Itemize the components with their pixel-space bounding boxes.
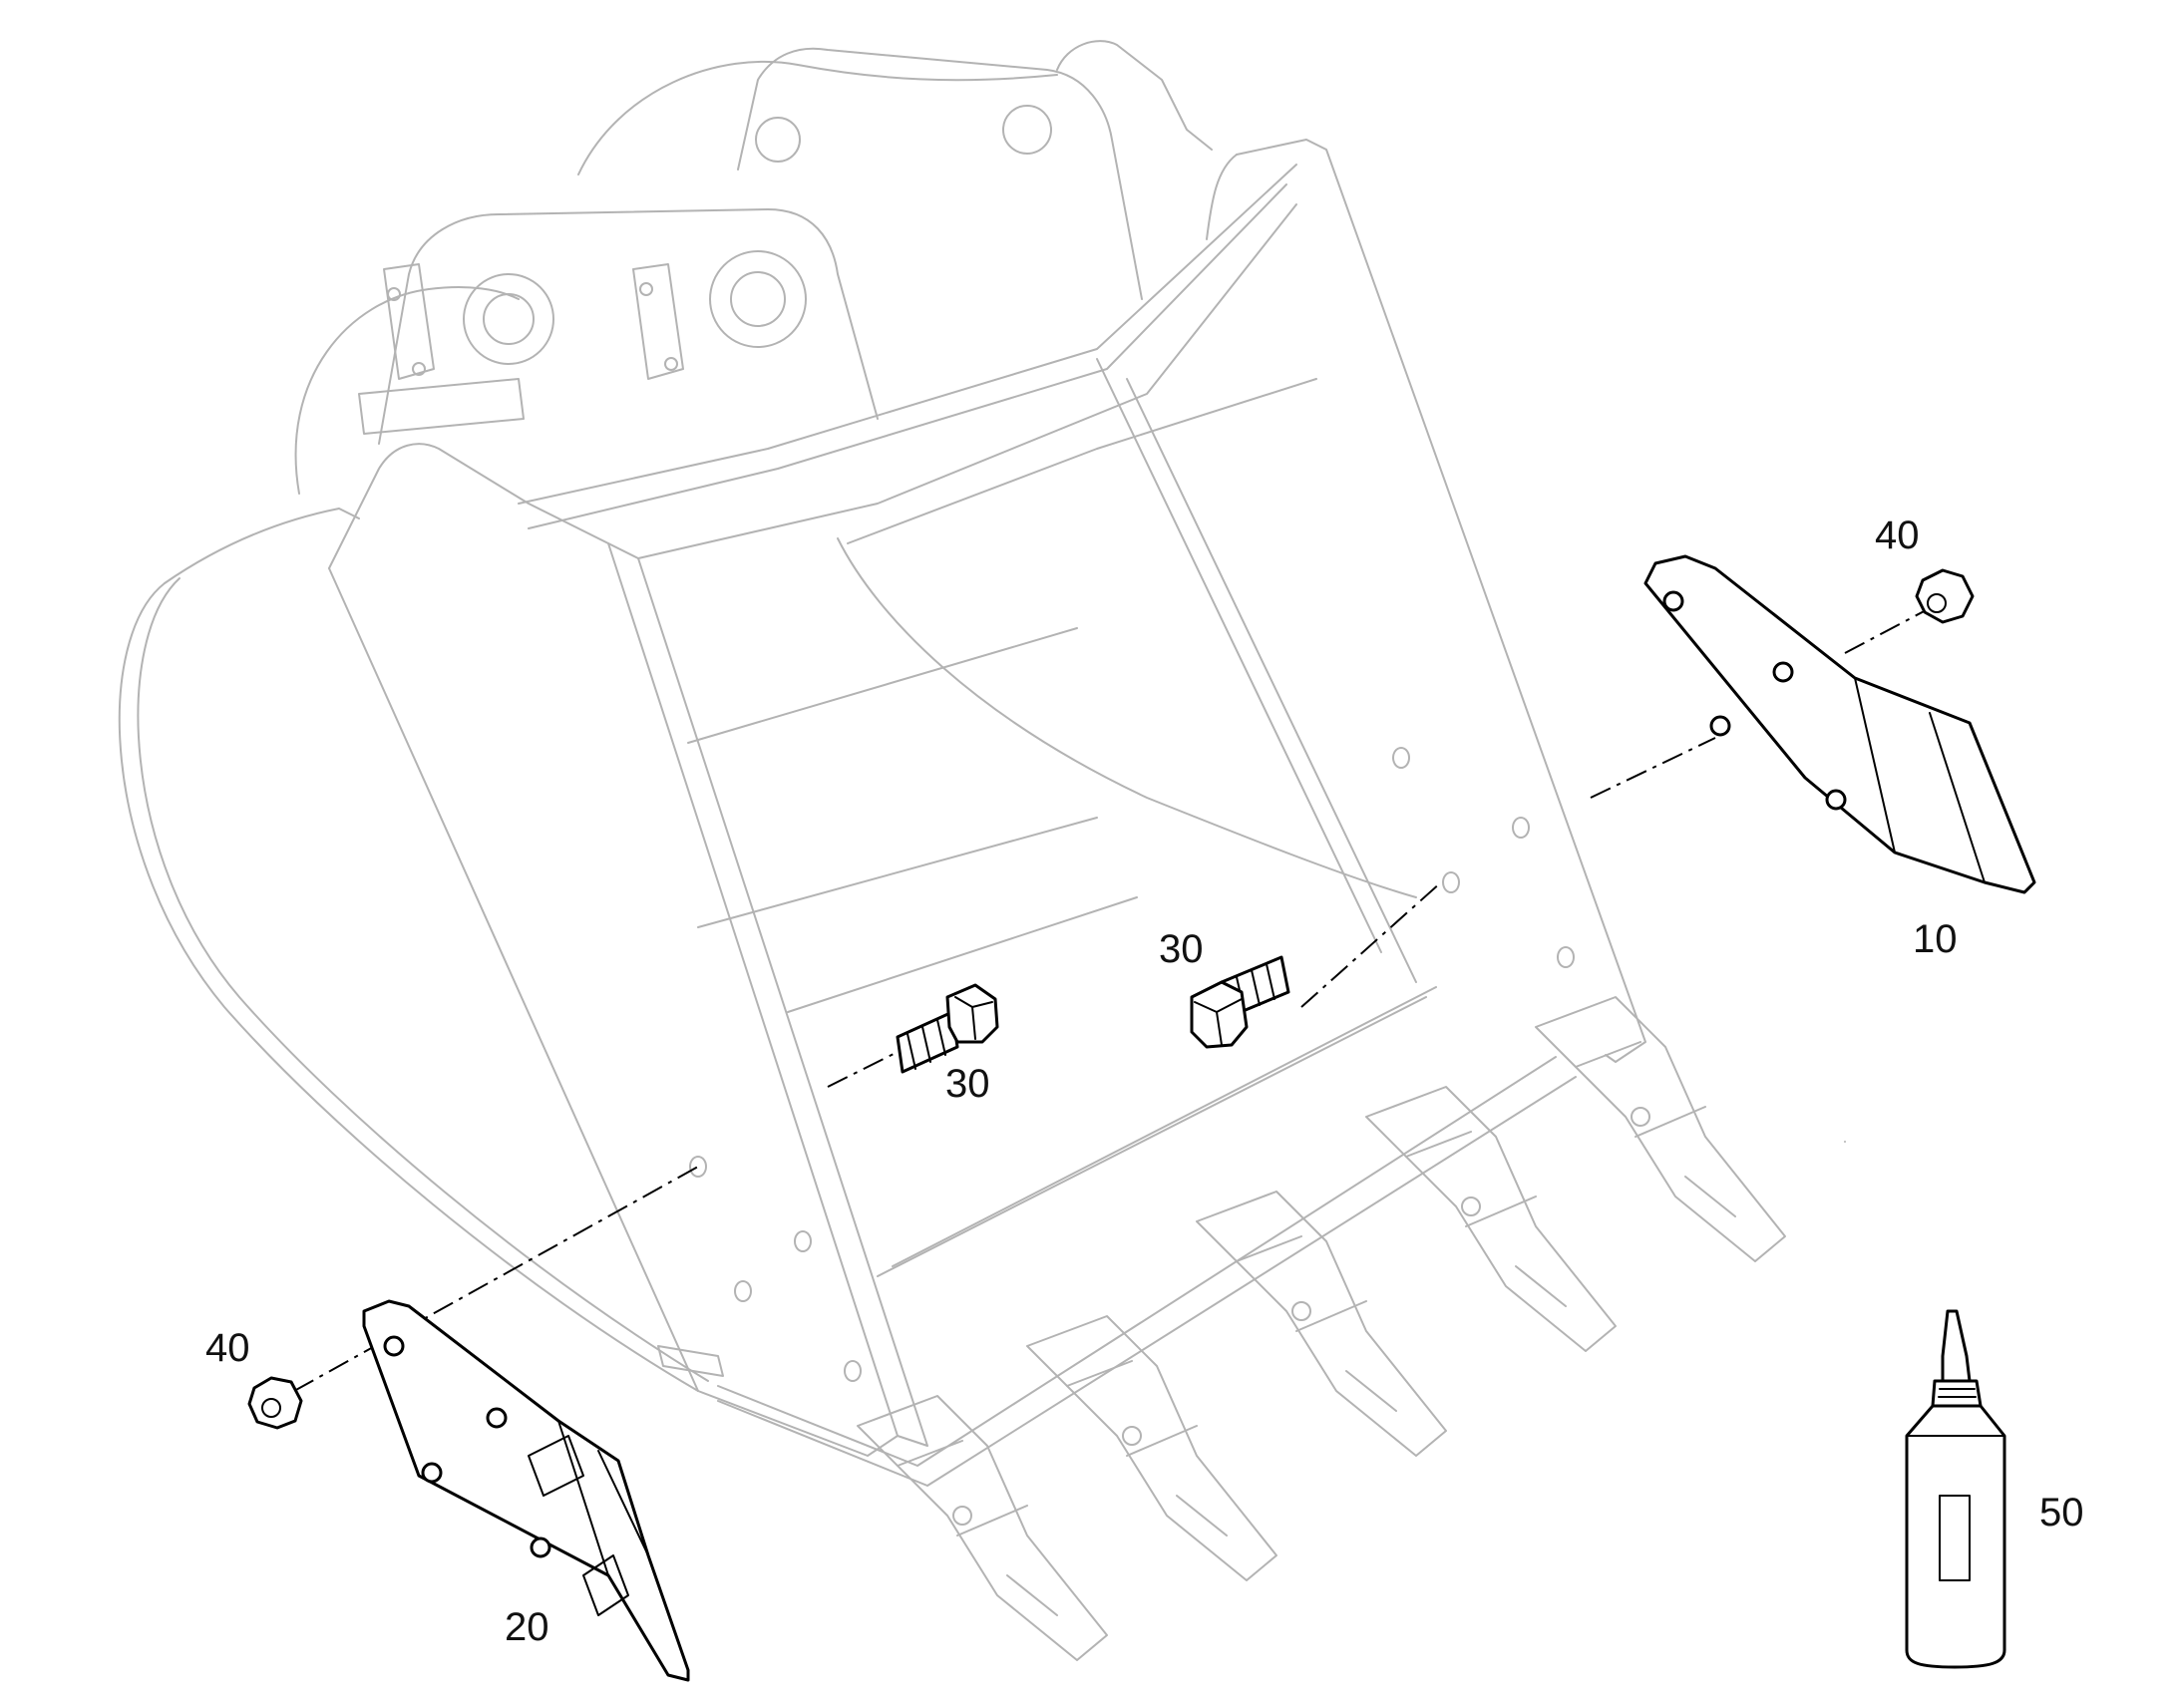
side-cutter-left-20 [362, 1299, 690, 1682]
callout-30-left: 30 [945, 1062, 990, 1106]
callout-50: 50 [2039, 1491, 2084, 1535]
callout-20: 20 [505, 1605, 549, 1649]
callout-10: 10 [1913, 917, 1958, 961]
nut-40-right [1915, 568, 1975, 624]
side-cutter-right-10 [1643, 554, 2036, 894]
bolt-30-left [896, 983, 999, 1074]
assembly-lines [293, 607, 1931, 1392]
excavator-bucket [118, 40, 1846, 1661]
nut-40-left [247, 1376, 303, 1430]
callout-30-right: 30 [1159, 927, 1204, 971]
callout-40-right: 40 [1875, 513, 1920, 557]
adhesive-bottle-50 [1905, 1309, 2006, 1669]
bolt-30-right [1190, 955, 1290, 1049]
callout-40-left: 40 [205, 1326, 250, 1370]
